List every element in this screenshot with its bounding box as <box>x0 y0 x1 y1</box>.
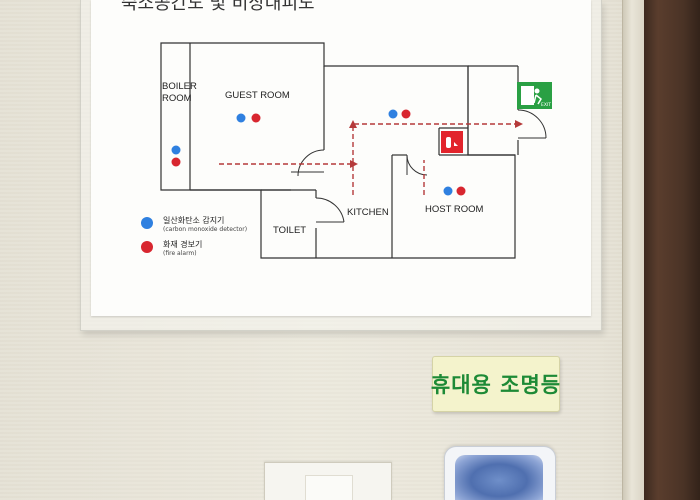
floor-plan: EXIT BOILER ROOM GUEST ROOM TOILET KITCH… <box>160 42 552 259</box>
room-label-boiler-line1: BOILER <box>162 81 197 92</box>
fire-alarm-icon <box>141 241 153 253</box>
lamp-lens <box>455 455 543 500</box>
co-detector-icon <box>141 217 153 229</box>
legend-fire-label: 화재 경보기 <box>163 240 203 249</box>
portable-light-sign-text: 휴대용 조명등 <box>430 373 562 397</box>
door-frame <box>622 0 645 500</box>
room-label-guest: GUEST ROOM <box>225 90 290 101</box>
portable-emergency-light <box>444 446 556 500</box>
portable-light-sign: 휴대용 조명등 <box>430 356 562 412</box>
fire-extinguisher-icon <box>441 131 463 153</box>
room-label-kitchen: KITCHEN <box>347 207 389 218</box>
legend-fire-sublabel: (fire alarm) <box>163 250 197 257</box>
room-label-host: HOST ROOM <box>425 204 483 215</box>
evacuation-map-sheet: 숙소공간도 및 비상대피도 <box>91 0 591 316</box>
legend-co-label: 일산화탄소 감지기 <box>163 216 225 225</box>
wooden-door <box>644 0 700 500</box>
room-label-toilet: TOILET <box>273 225 306 236</box>
room-label-boiler-line2: ROOM <box>162 93 192 104</box>
exit-sign-label: EXIT <box>541 102 551 108</box>
wall-switch-plate <box>264 462 392 500</box>
switch-toggle <box>305 475 353 500</box>
legend-co-sublabel: (carbon monoxide detector) <box>163 226 248 233</box>
sheet-title: 숙소공간도 및 비상대피도 <box>121 0 315 14</box>
